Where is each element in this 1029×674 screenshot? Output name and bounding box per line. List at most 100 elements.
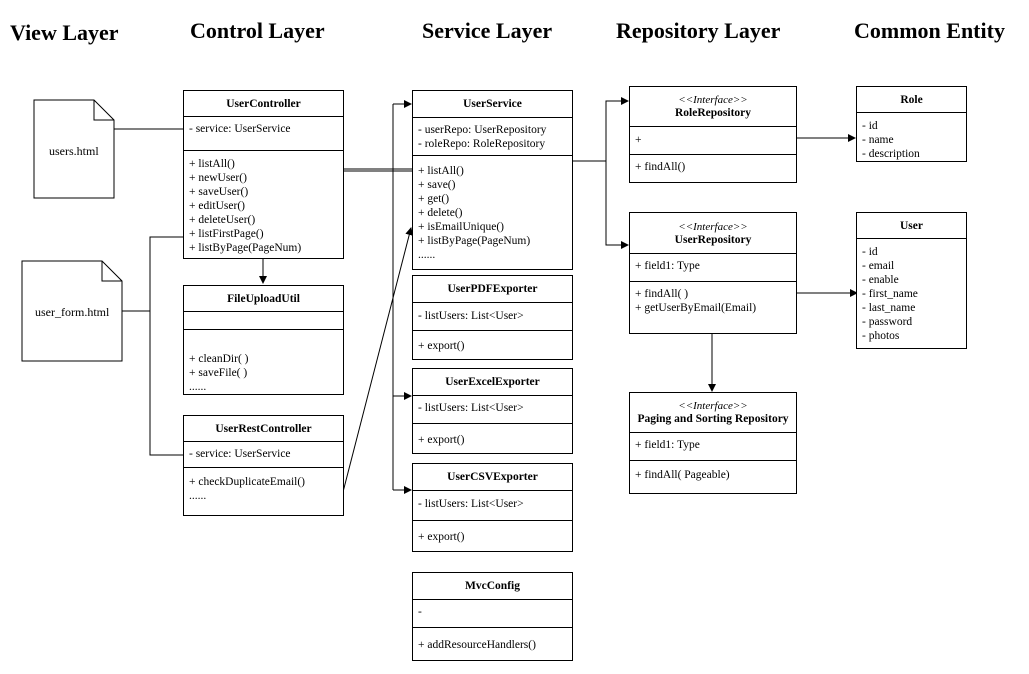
field: - email	[862, 260, 895, 272]
method: + listByPage(PageNum)	[418, 235, 531, 247]
control-layer-title: Control Layer	[190, 18, 325, 43]
attribute: - listUsers: List<User>	[418, 402, 524, 414]
method: + findAll( Pageable)	[635, 469, 730, 481]
class-name: UserRestController	[184, 416, 343, 442]
attributes: - service: UserService	[184, 442, 343, 468]
attribute: + field1: Type	[635, 260, 700, 272]
file-upload-util-class: FileUploadUtil + cleanDir( ) + saveFile(…	[183, 285, 344, 395]
user-pdf-exporter-class: UserPDFExporter - listUsers: List<User> …	[412, 275, 573, 360]
attributes: + field1: Type	[630, 254, 796, 282]
field: - id	[862, 120, 878, 132]
service-layer-title: Service Layer	[422, 18, 553, 43]
attribute: - userRepo: UserRepository	[418, 124, 547, 136]
user-excel-exporter-class: UserExcelExporter - listUsers: List<User…	[412, 368, 573, 454]
attribute: - service: UserService	[189, 123, 291, 135]
class-name: UserController	[184, 91, 343, 117]
class-name: FileUploadUtil	[184, 286, 343, 312]
attribute: +	[635, 134, 642, 146]
method: + findAll( )	[635, 288, 689, 300]
method: + listByPage(PageNum)	[189, 242, 302, 254]
methods: + cleanDir( ) + saveFile( ) ......	[184, 330, 343, 396]
method: + saveFile( )	[189, 367, 248, 379]
methods: + findAll( Pageable)	[630, 461, 796, 484]
link-rest-service	[342, 227, 414, 493]
method: + findAll()	[635, 161, 686, 173]
method: + addResourceHandlers()	[418, 639, 536, 651]
attributes: - service: UserService	[184, 117, 343, 151]
stereotype-label: <<Interface>>	[678, 94, 748, 106]
users-html-file-icon	[33, 99, 115, 199]
method: + editUser()	[189, 200, 245, 212]
field: - id	[862, 246, 878, 258]
methods: + listAll() + save() + get() + delete() …	[413, 156, 572, 264]
fields: - id - email - enable - first_name - las…	[857, 239, 966, 345]
link-userform-bracket	[149, 236, 183, 456]
user-form-file-icon	[21, 260, 123, 362]
user-service-class: UserService - userRepo: UserRepository -…	[412, 90, 573, 270]
attributes: +	[630, 127, 796, 155]
user-form-html-label: user_form.html	[35, 305, 110, 319]
field: - name	[862, 134, 894, 146]
method: + listAll()	[418, 165, 464, 177]
interface-header: <<Interface>> RoleRepository	[630, 87, 796, 127]
attribute: - listUsers: List<User>	[418, 310, 524, 322]
class-name: UserCSVExporter	[413, 464, 572, 491]
interface-name: RoleRepository	[674, 107, 751, 119]
interface-name: Paging and Sorting Repository	[637, 413, 789, 425]
method: ......	[189, 490, 207, 502]
method: ......	[189, 381, 207, 393]
interface-name: UserRepository	[674, 233, 752, 246]
methods: + findAll()	[630, 155, 796, 176]
methods: + export()	[413, 424, 572, 449]
method: + getUserByEmail(Email)	[635, 302, 757, 314]
users-html-label: users.html	[49, 144, 99, 158]
class-name: User	[857, 213, 966, 239]
user-controller-class: UserController - service: UserService + …	[183, 90, 344, 259]
field: - enable	[862, 274, 899, 286]
view-layer-title: View Layer	[10, 20, 119, 45]
interface-header: <<Interface>> UserRepository	[630, 213, 796, 254]
method: + save()	[418, 179, 456, 191]
method: + export()	[418, 340, 465, 352]
role-entity-class: Role - id - name - description	[856, 86, 967, 162]
user-rest-controller-class: UserRestController - service: UserServic…	[183, 415, 344, 516]
attributes: - listUsers: List<User>	[413, 491, 572, 521]
stereotype-label: <<Interface>>	[678, 220, 748, 233]
methods: + export()	[413, 331, 572, 355]
methods: + findAll( ) + getUserByEmail(Email)	[630, 282, 796, 317]
user-repository-interface: <<Interface>> UserRepository + field1: T…	[629, 212, 797, 334]
field: - description	[862, 148, 920, 160]
attributes: - listUsers: List<User>	[413, 303, 572, 331]
link-service-repos	[572, 97, 629, 162]
class-name: UserExcelExporter	[413, 369, 572, 396]
attribute: -	[418, 606, 422, 618]
method: + listAll()	[189, 158, 235, 170]
method: + cleanDir( )	[189, 353, 249, 365]
attribute: - roleRepo: RoleRepository	[418, 138, 546, 150]
stereotype-label: <<Interface>>	[678, 400, 748, 412]
link-service-userrepo	[605, 161, 629, 249]
class-name: MvcConfig	[413, 573, 572, 600]
fields: - id - name - description	[857, 113, 966, 163]
user-csv-exporter-class: UserCSVExporter - listUsers: List<User> …	[412, 463, 573, 552]
field: - photos	[862, 330, 900, 342]
field: - last_name	[862, 302, 916, 314]
common-entity-title: Common Entity	[854, 18, 1005, 43]
method: + saveUser()	[189, 186, 249, 198]
method: + delete()	[418, 207, 463, 219]
method: ......	[418, 249, 436, 261]
attribute: - service: UserService	[189, 448, 291, 460]
attribute: + field1: Type	[635, 439, 700, 451]
mvc-config-class: MvcConfig - + addResourceHandlers()	[412, 572, 573, 661]
methods: + listAll() + newUser() + saveUser() + e…	[184, 151, 343, 257]
class-name: UserService	[413, 91, 572, 118]
role-repository-interface: <<Interface>> RoleRepository + + findAll…	[629, 86, 797, 183]
attribute: - listUsers: List<User>	[418, 498, 524, 510]
user-entity-class: User - id - email - enable - first_name …	[856, 212, 967, 349]
paging-sorting-repository-interface: <<Interface>> Paging and Sorting Reposit…	[629, 392, 797, 494]
method: + deleteUser()	[189, 214, 256, 226]
methods: + addResourceHandlers()	[413, 628, 572, 654]
method: + isEmailUnique()	[418, 221, 505, 233]
methods: + export()	[413, 521, 572, 546]
